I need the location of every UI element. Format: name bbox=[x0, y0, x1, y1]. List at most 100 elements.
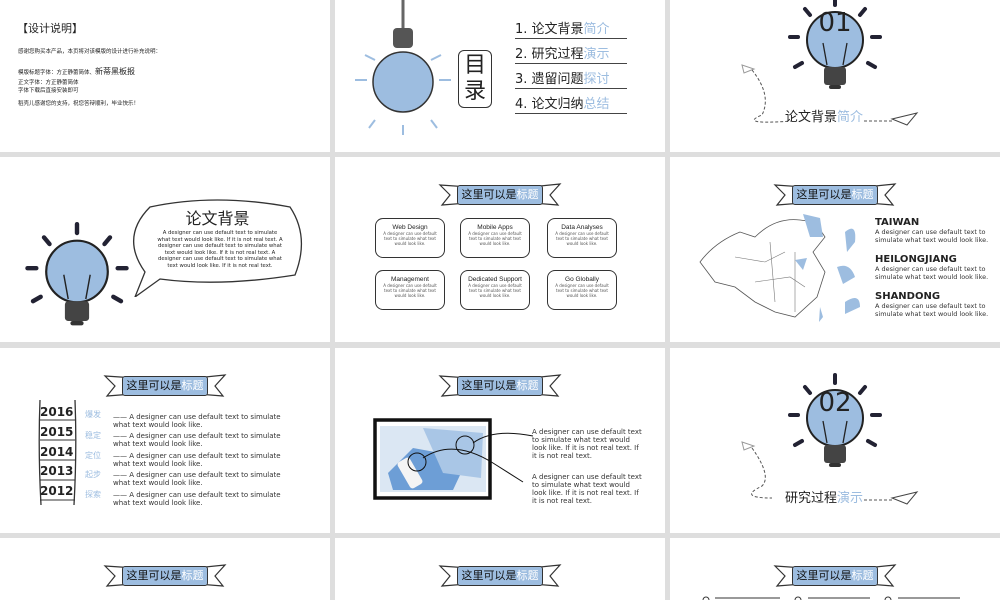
slide-12[interactable]: 这里可以是标题 bbox=[670, 538, 1000, 600]
title-banner: 这里可以是标题 bbox=[773, 181, 897, 211]
contents-heading: 目录 bbox=[458, 50, 492, 108]
card-desc: A designer can use default text to simul… bbox=[468, 283, 522, 298]
banner-title: 这里可以是标题 bbox=[457, 185, 543, 205]
title-banner: 这里可以是标题 bbox=[103, 562, 227, 592]
card-desc: A designer can use default text to simul… bbox=[555, 231, 609, 246]
timeline-year: 2015 bbox=[40, 425, 74, 439]
banner-title-main: 这里可以是 bbox=[126, 569, 182, 582]
banner-title-main: 这里可以是 bbox=[126, 379, 182, 392]
timeline-year: 2012 bbox=[40, 484, 74, 498]
slide-1-design-notes[interactable]: 【设计说明】 感谢您购买本产品，本页将对该模版的设计进行补充说明： 模版标题字体… bbox=[0, 0, 330, 152]
banner-title-main: 这里可以是 bbox=[461, 379, 517, 392]
menu-item-main: 2. 研究过程 bbox=[515, 47, 584, 62]
menu-item-accent: 总结 bbox=[583, 97, 610, 112]
slide-10[interactable]: 这里可以是标题 bbox=[0, 538, 330, 600]
notes-line: 正文字体：方正静蕾简体 bbox=[18, 80, 79, 86]
timeline-label: 爆发 bbox=[85, 410, 101, 419]
timeline-year: 2014 bbox=[40, 445, 74, 459]
province-desc: A designer can use default text to simul… bbox=[875, 228, 989, 244]
banner-title-main: 这里可以是 bbox=[796, 188, 852, 201]
banner-title-main: 这里可以是 bbox=[461, 188, 517, 201]
section-title: 论文背景简介 bbox=[785, 106, 863, 125]
card-desc: A designer can use default text to simul… bbox=[555, 283, 609, 298]
menu-item[interactable]: 2. 研究过程演示 bbox=[515, 43, 627, 64]
menu-item[interactable]: 4. 论文归纳总结 bbox=[515, 93, 627, 114]
card-desc: A designer can use default text to simul… bbox=[383, 231, 437, 246]
timeline-text: —— A designer can use default text to si… bbox=[113, 491, 281, 507]
title-banner: 这里可以是标题 bbox=[438, 181, 562, 211]
card-title: Mobile Apps bbox=[477, 224, 513, 231]
notes-font-name: 新蒂黑板报 bbox=[95, 67, 136, 76]
card-title: Dedicated Support bbox=[468, 276, 522, 283]
section-title-main: 论文背景 bbox=[785, 110, 838, 125]
photo-callout-text: A designer can use default text to simul… bbox=[532, 428, 642, 460]
paper-plane-path-icon bbox=[741, 64, 919, 126]
timeline-label: 起步 bbox=[85, 470, 101, 479]
section-title-accent: 简介 bbox=[837, 110, 864, 125]
timeline-text: —— A designer can use default text to si… bbox=[113, 452, 281, 468]
slide-8-photo[interactable]: 这里可以是标题 A designer can use default text … bbox=[335, 348, 665, 533]
china-map-icon bbox=[699, 214, 860, 322]
slide-9-section-02[interactable]: 02 研究过程演示 bbox=[670, 348, 1000, 533]
section-number: 02 bbox=[818, 388, 852, 418]
title-banner: 这里可以是标题 bbox=[438, 372, 562, 402]
menu-item[interactable]: 3. 遗留问题探讨 bbox=[515, 68, 627, 89]
banner-title: 这里可以是标题 bbox=[457, 376, 543, 396]
banner-title: 这里可以是标题 bbox=[122, 566, 208, 586]
slide-4-background[interactable]: 论文背景 A designer can use default text to … bbox=[0, 157, 330, 342]
province-name: TAIWAN bbox=[875, 217, 920, 228]
slide-7-timeline[interactable]: 这里可以是标题 2016 爆发 —— A designer can use de… bbox=[0, 348, 330, 533]
slide-3-section-01[interactable]: 01 论文背景简介 bbox=[670, 0, 1000, 152]
banner-title: 这里可以是标题 bbox=[122, 376, 208, 396]
card-title: Data Analyses bbox=[561, 224, 603, 231]
banner-title-main: 这里可以是 bbox=[796, 569, 852, 582]
notes-line: 字体下载后直接安装即可 bbox=[18, 88, 79, 94]
slide-2-contents[interactable]: 目录 1. 论文背景简介 2. 研究过程演示 3. 遗留问题探讨 4. 论文归纳… bbox=[335, 0, 665, 152]
timeline-year: 2013 bbox=[40, 464, 74, 478]
card-title: Web Design bbox=[392, 224, 428, 231]
banner-title-main: 这里可以是 bbox=[461, 569, 517, 582]
notes-line: 感谢您购买本产品，本页将对该模版的设计进行补充说明： bbox=[18, 49, 162, 55]
banner-title-accent: 标题 bbox=[851, 569, 874, 582]
section-title: 研究过程演示 bbox=[785, 487, 863, 506]
timeline-label: 稳定 bbox=[85, 431, 101, 440]
decorative-lines-icon bbox=[702, 596, 960, 600]
banner-title-accent: 标题 bbox=[181, 379, 204, 392]
photo-callout-text: A designer can use default text to simul… bbox=[532, 473, 642, 505]
section-number: 01 bbox=[818, 8, 852, 38]
card-title: Management bbox=[391, 276, 429, 283]
bubble-body: A designer can use default text to simul… bbox=[157, 230, 283, 269]
title-banner: 这里可以是标题 bbox=[773, 562, 897, 592]
card-title: Go Globally bbox=[565, 276, 599, 283]
photo-frame-image bbox=[373, 418, 534, 500]
card-desc: A designer can use default text to simul… bbox=[383, 283, 437, 298]
notes-line: 模版标题字体：方正静蕾简体、新蒂黑板报 bbox=[18, 66, 135, 77]
menu-item-accent: 简介 bbox=[583, 22, 610, 37]
timeline-text: —— A designer can use default text to si… bbox=[113, 432, 281, 448]
menu-item[interactable]: 1. 论文背景简介 bbox=[515, 18, 627, 39]
banner-title: 这里可以是标题 bbox=[457, 566, 543, 586]
menu-item-accent: 演示 bbox=[583, 47, 610, 62]
timeline-text: —— A designer can use default text to si… bbox=[113, 413, 281, 429]
banner-title: 这里可以是标题 bbox=[792, 566, 878, 586]
timeline-text: —— A designer can use default text to si… bbox=[113, 471, 281, 487]
province-desc: A designer can use default text to simul… bbox=[875, 302, 989, 318]
section-title-accent: 演示 bbox=[837, 491, 864, 506]
slide-11[interactable]: 这里可以是标题 bbox=[335, 538, 665, 600]
menu-item-accent: 探讨 bbox=[583, 72, 610, 87]
province-name: SHANDONG bbox=[875, 291, 941, 302]
menu-item-main: 4. 论文归纳 bbox=[515, 97, 584, 112]
timeline-year: 2016 bbox=[40, 405, 74, 419]
menu-item-main: 1. 论文背景 bbox=[515, 22, 584, 37]
notes-font-label: 模版标题字体：方正静蕾简体、 bbox=[18, 70, 96, 76]
province-name: HEILONGJIANG bbox=[875, 254, 957, 265]
title-banner: 这里可以是标题 bbox=[438, 562, 562, 592]
timeline-label: 定位 bbox=[85, 451, 101, 460]
